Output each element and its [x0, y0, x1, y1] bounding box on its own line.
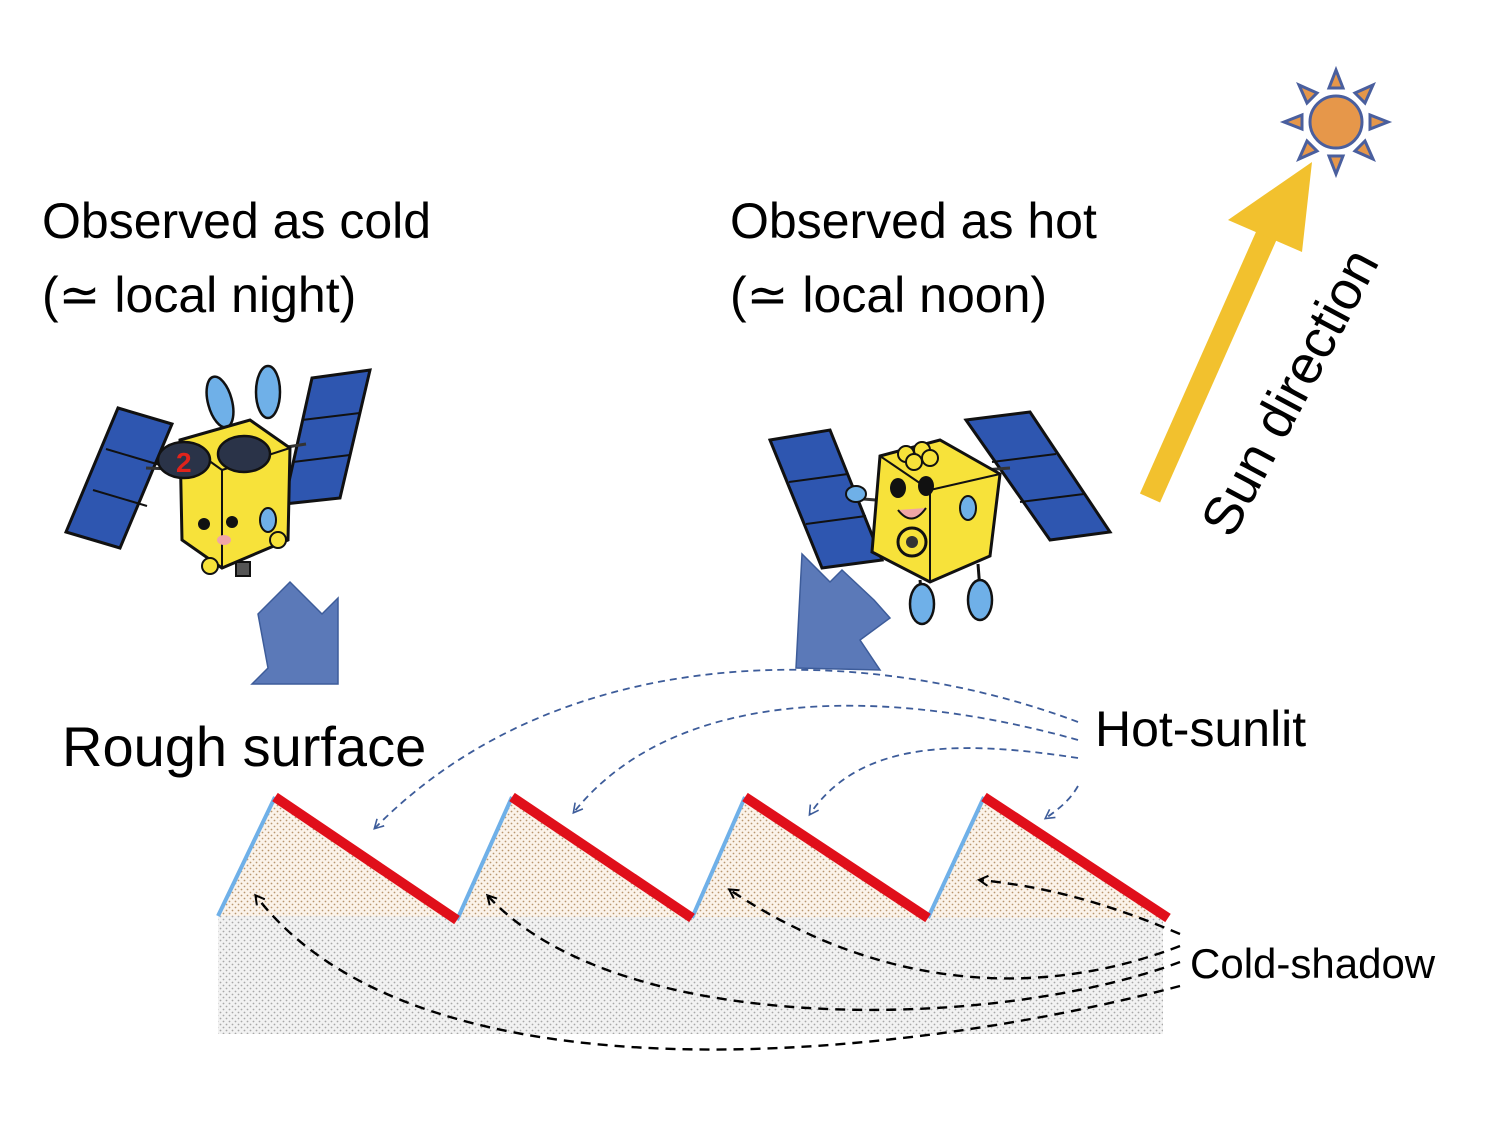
- shadow-face: [455, 796, 514, 921]
- rough-surface-ground: [216, 792, 1171, 1034]
- satellite-mascot-icon: 2: [63, 364, 372, 577]
- sun-icon: [1279, 65, 1393, 179]
- shadow-face: [690, 796, 747, 919]
- sunlit-face: [742, 792, 931, 923]
- hot-sunlit-pointers: [373, 668, 1079, 830]
- sunlit-face: [509, 792, 695, 923]
- hot-observation-sublabel: (≃ local noon): [730, 267, 1047, 323]
- sun-direction-arrow: [1139, 162, 1312, 503]
- view-direction-arrow-right: [795, 552, 892, 671]
- hot-observation-label: Observed as hot: [730, 193, 1097, 249]
- cold-observation-label: Observed as cold: [42, 193, 431, 249]
- svg-text:2: 2: [176, 447, 192, 478]
- cold-observation-sublabel: (≃ local night): [42, 267, 356, 323]
- view-direction-arrow-left: [250, 580, 339, 685]
- cold-shadow-label: Cold-shadow: [1190, 940, 1436, 987]
- sunlit-face: [272, 792, 460, 925]
- cold-shadow-pointers: [254, 874, 1181, 1051]
- sunlit-face: [981, 792, 1171, 923]
- satellite-mascot-icon: [767, 410, 1113, 626]
- shadow-face: [926, 796, 986, 919]
- shadow-face: [216, 796, 277, 917]
- sun-direction-label: Sun direction: [1190, 239, 1391, 545]
- rough-surface-label: Rough surface: [62, 715, 426, 778]
- hot-sunlit-label: Hot-sunlit: [1095, 701, 1306, 757]
